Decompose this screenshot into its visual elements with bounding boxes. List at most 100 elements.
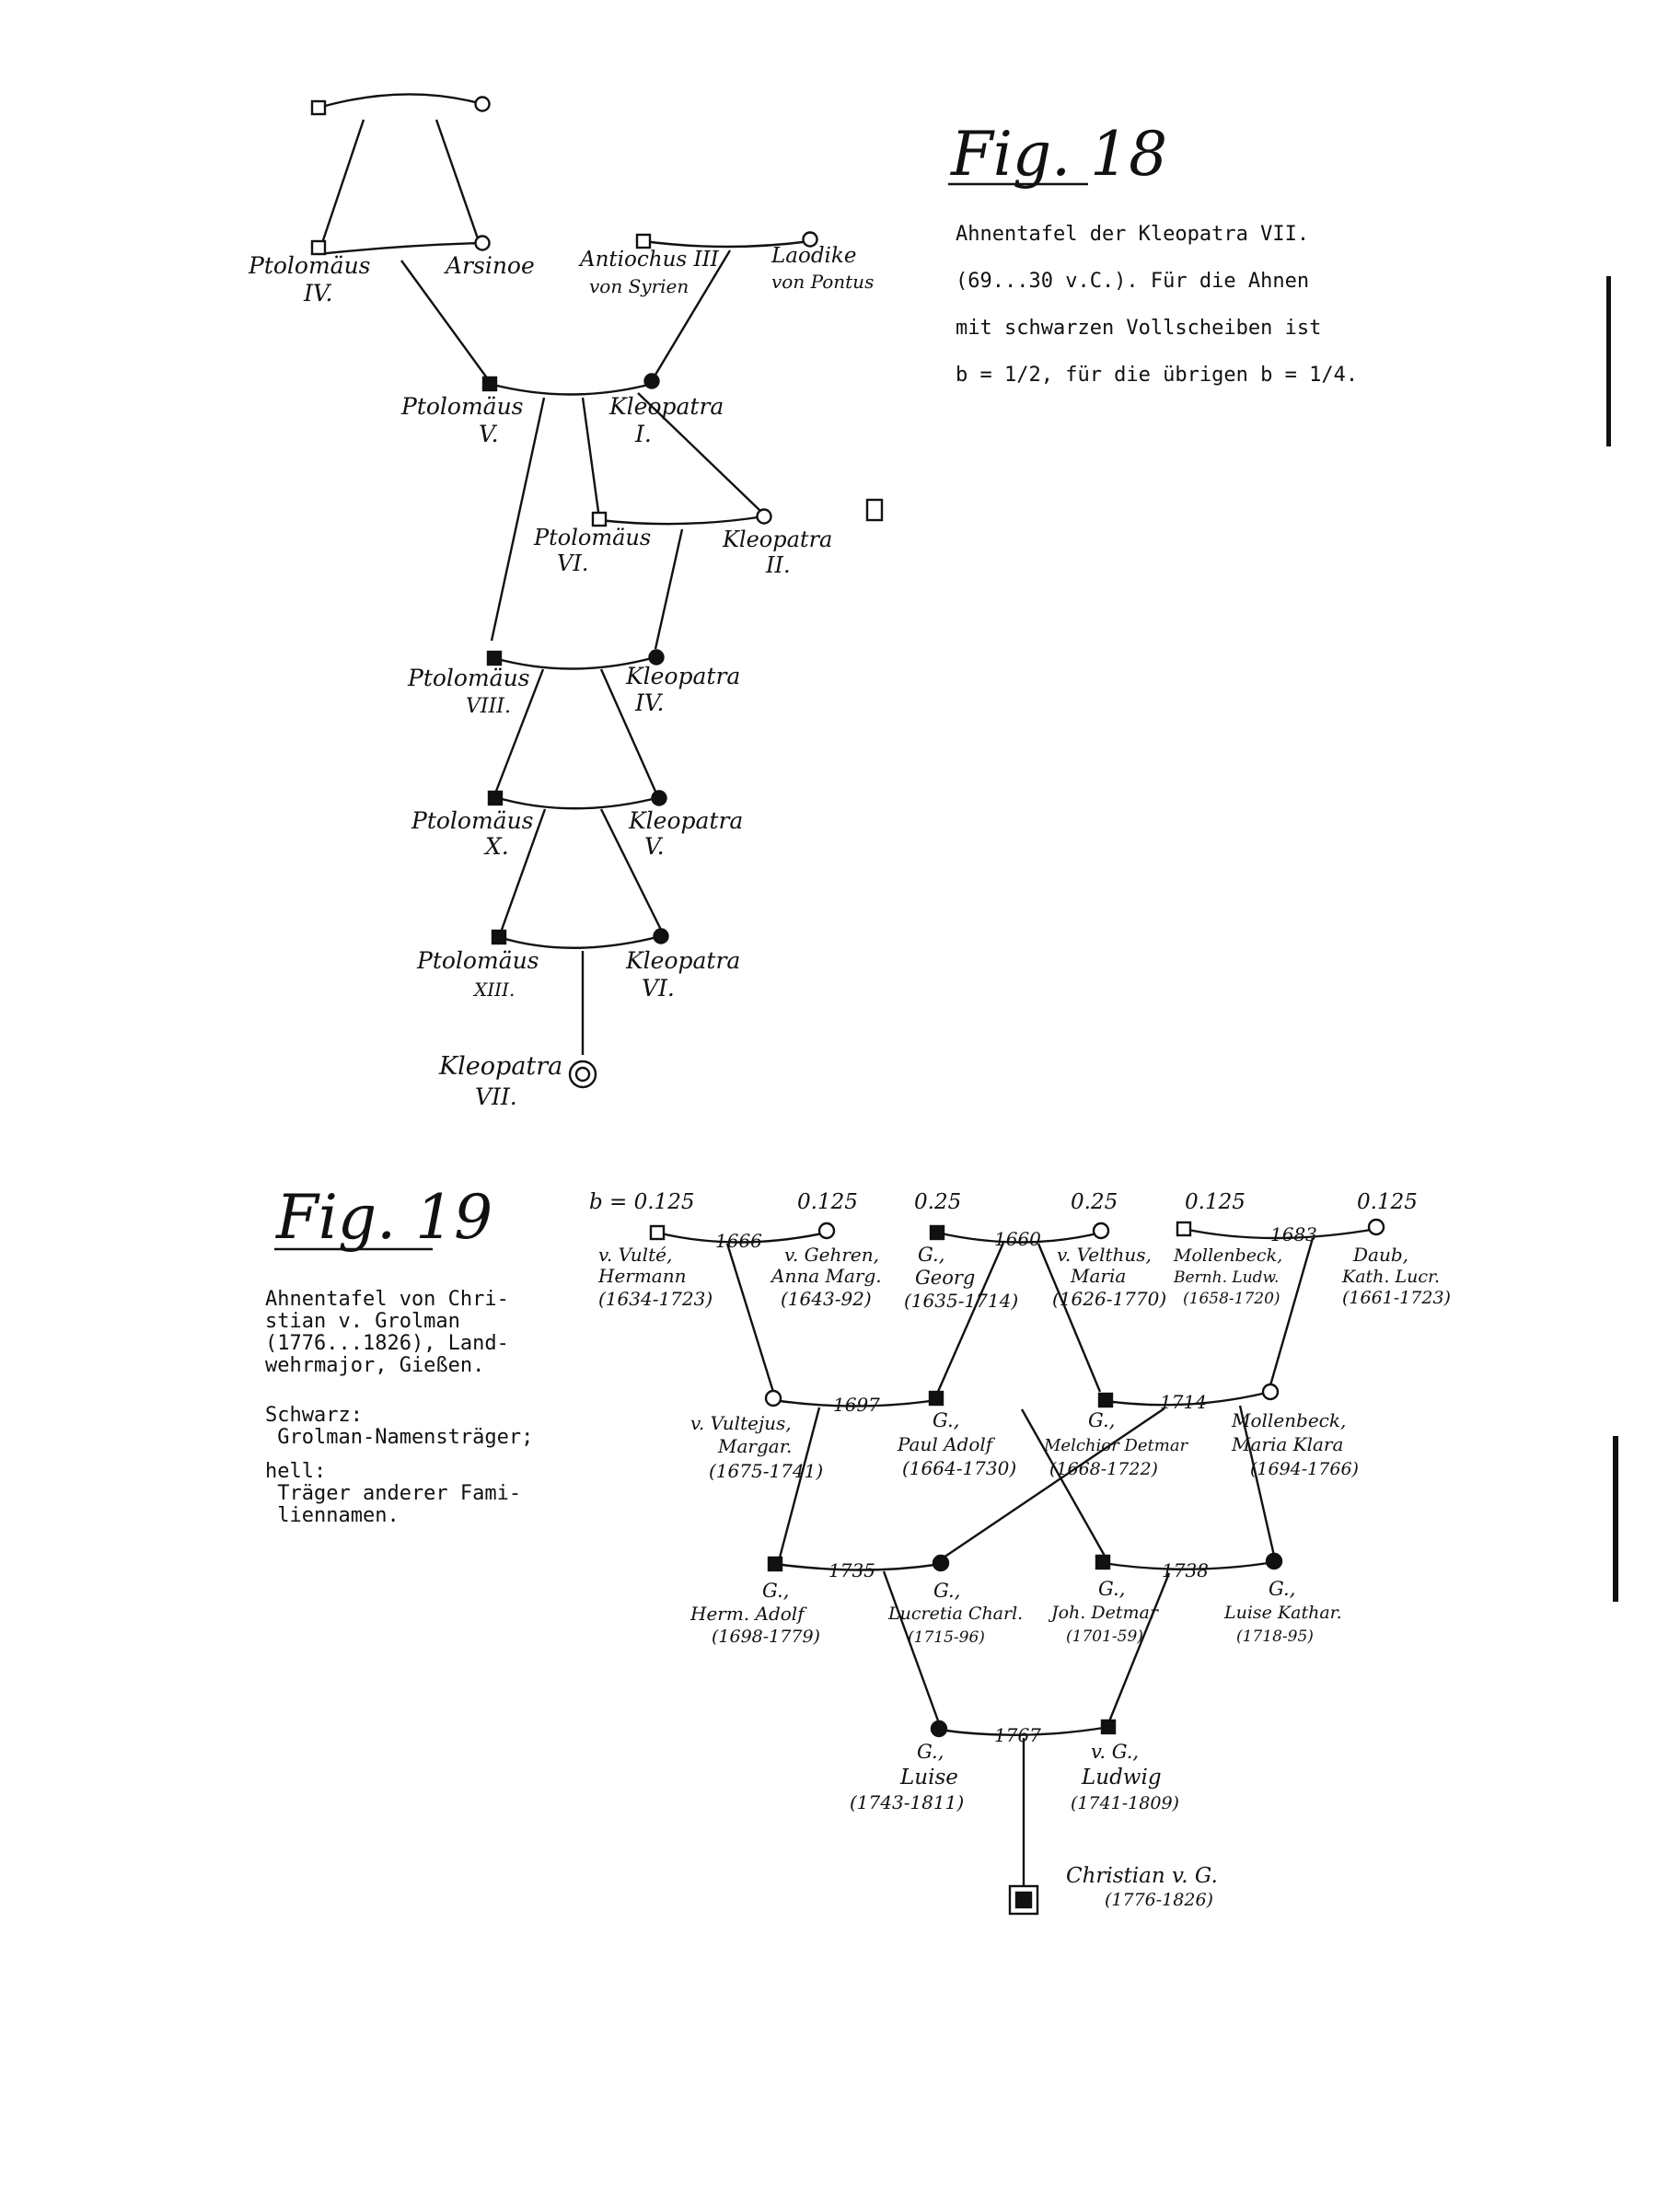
fig18-caption-line-2: (69...30 v.C.). Für die Ahnen (956, 270, 1309, 293)
fig19-title: Fig. 19 (275, 1182, 492, 1253)
label-ptol4: Ptolomäus (248, 252, 371, 279)
fig19-years: 1666 1660 1683 1697 1714 1735 1738 1767 (715, 1223, 1317, 1746)
fig19-caption-line-4: wehrmajor, Gießen. (265, 1354, 484, 1377)
johdetmar-square (1095, 1554, 1111, 1570)
vulte-square (649, 1224, 666, 1241)
ptol8-square (486, 650, 503, 666)
pauladolf-line-2: Paul Adolf (897, 1433, 996, 1455)
daub-line-2: Kath. Lucr. (1341, 1267, 1440, 1287)
label-ptol10-num: X. (483, 833, 509, 860)
lucretia-line-3: (1715-96) (908, 1628, 985, 1647)
georg-line-1: G., (918, 1244, 944, 1266)
georg-line-3: (1635-1714) (904, 1290, 1018, 1312)
velthus-line-3: (1626-1770) (1052, 1288, 1166, 1310)
pauladolf-line-1: G., (933, 1409, 959, 1431)
grandparent-circle (474, 96, 491, 112)
kleo4-disc (648, 649, 665, 666)
fig19-tree (649, 1218, 1385, 1916)
b-value-6: 0.125 (1357, 1190, 1418, 1214)
kleo5-disc (651, 790, 667, 806)
gehren-circle (817, 1222, 836, 1240)
label-kleo5-num: V. (644, 833, 665, 860)
gehren-line-2: Anna Marg. (770, 1265, 882, 1287)
mollenbeck2-line-2: Maria Klara (1231, 1433, 1343, 1455)
ludwig-square (1100, 1719, 1117, 1735)
pauladolf-line-3: (1664-1730) (902, 1457, 1016, 1479)
fig19-person-labels: v. Vulté, Hermann (1634-1723) v. Gehren,… (597, 1244, 1451, 1910)
mollenbeck1-line-1: Mollenbeck, (1173, 1245, 1282, 1266)
label-kleo1-num: I. (634, 421, 652, 447)
fig19-legend-line-5: liennamen. (265, 1504, 400, 1527)
label-antiochus: Antiochus III (578, 248, 720, 272)
mollenbeck2-line-3: (1694-1766) (1250, 1459, 1359, 1479)
label-kleo7: Kleopatra (438, 1052, 562, 1081)
fig19-b-values: b = 0.125 0.125 0.25 0.25 0.125 0.125 (589, 1190, 1418, 1214)
scan-margin-mark-1 (1606, 276, 1611, 446)
luisekath-line-1: G., (1269, 1578, 1295, 1600)
fig18-caption-line-3: mit schwarzen Vollscheiben ist (956, 317, 1321, 340)
fig19-legend-line-1: Schwarz: (265, 1404, 363, 1427)
melchior-square (1097, 1392, 1114, 1408)
kleo1-disc (643, 373, 660, 389)
year-1738: 1738 (1162, 1559, 1209, 1581)
mollenbeck1-line-3: (1658-1720) (1183, 1290, 1280, 1308)
melchior-line-3: (1668-1722) (1049, 1459, 1158, 1479)
pauladolf-square (928, 1390, 944, 1407)
year-1767: 1767 (994, 1724, 1041, 1746)
gehren-line-3: (1643-92) (781, 1288, 872, 1310)
mollenbeck1-line-2: Bernh. Ludw. (1173, 1268, 1279, 1287)
fig18-tree (310, 93, 884, 1089)
label-kleo4: Kleopatra (625, 663, 740, 689)
luisekath-line-3: (1718-95) (1236, 1627, 1314, 1646)
daub-circle (1367, 1218, 1385, 1236)
luise-line-2: Luise (899, 1766, 958, 1789)
scan-margin-mark-2 (1613, 1436, 1618, 1602)
arsinoe-circle (474, 235, 491, 251)
daub-line-1: Daub, (1352, 1244, 1408, 1266)
b-value-5: 0.125 (1185, 1190, 1246, 1214)
christian-box-inner (1014, 1891, 1033, 1909)
mollenbeck1-square (1176, 1221, 1192, 1237)
label-ptol6-num: VI. (557, 550, 588, 576)
year-1666: 1666 (715, 1230, 762, 1252)
year-1735: 1735 (828, 1559, 875, 1581)
hermadolf-line-3: (1698-1779) (712, 1627, 820, 1647)
vultejus-circle (764, 1389, 782, 1407)
laodike-circle (802, 231, 818, 248)
antiochus-square (635, 233, 652, 249)
melchior-line-2: Melchior Detmar (1043, 1436, 1189, 1455)
b-value-2: 0.125 (797, 1190, 858, 1214)
label-ptol13: Ptolomäus (416, 947, 539, 974)
ludwig-line-1: v. G., (1091, 1741, 1139, 1763)
label-kleo4-num: IV. (634, 689, 665, 716)
christian-line-1: Christian v. G. (1066, 1864, 1218, 1888)
year-1714: 1714 (1160, 1391, 1207, 1413)
vulte-line-3: (1634-1723) (598, 1288, 713, 1310)
vultejus-line-3: (1675-1741) (709, 1460, 823, 1482)
label-kleo2: Kleopatra (722, 527, 832, 552)
ptol-grandparent-square (310, 99, 327, 116)
fig19-caption-line-1: Ahnentafel von Chri- (265, 1288, 509, 1311)
ptol6-square (591, 511, 608, 527)
b-value-4: 0.25 (1071, 1190, 1118, 1214)
label-ptol5: Ptolomäus (400, 393, 524, 420)
daub-line-3: (1661-1723) (1342, 1288, 1451, 1308)
fig19-caption-line-2: stian v. Grolman (265, 1310, 460, 1333)
luisekath-line-2: Luise Kathar. (1223, 1603, 1342, 1623)
label-kleo2-num: II. (765, 552, 791, 578)
georg-square (929, 1224, 945, 1241)
luisekath-disc (1265, 1552, 1283, 1570)
fig19-legend-line-3: hell: (265, 1460, 326, 1483)
label-kleo6: Kleopatra (625, 947, 740, 974)
fig18-caption-line-1: Ahnentafel der Kleopatra VII. (956, 223, 1309, 246)
b-value-3: 0.25 (914, 1190, 961, 1214)
ludwig-line-3: (1741-1809) (1071, 1793, 1179, 1813)
luise-disc (930, 1720, 948, 1738)
mollenbeck2-line-1: Mollenbeck, (1231, 1409, 1346, 1431)
ptol10-square (487, 790, 504, 806)
kleo2-circle (756, 508, 772, 525)
year-1660: 1660 (994, 1228, 1041, 1250)
hermadolf-square (767, 1556, 783, 1572)
label-kleo5: Kleopatra (628, 807, 743, 834)
